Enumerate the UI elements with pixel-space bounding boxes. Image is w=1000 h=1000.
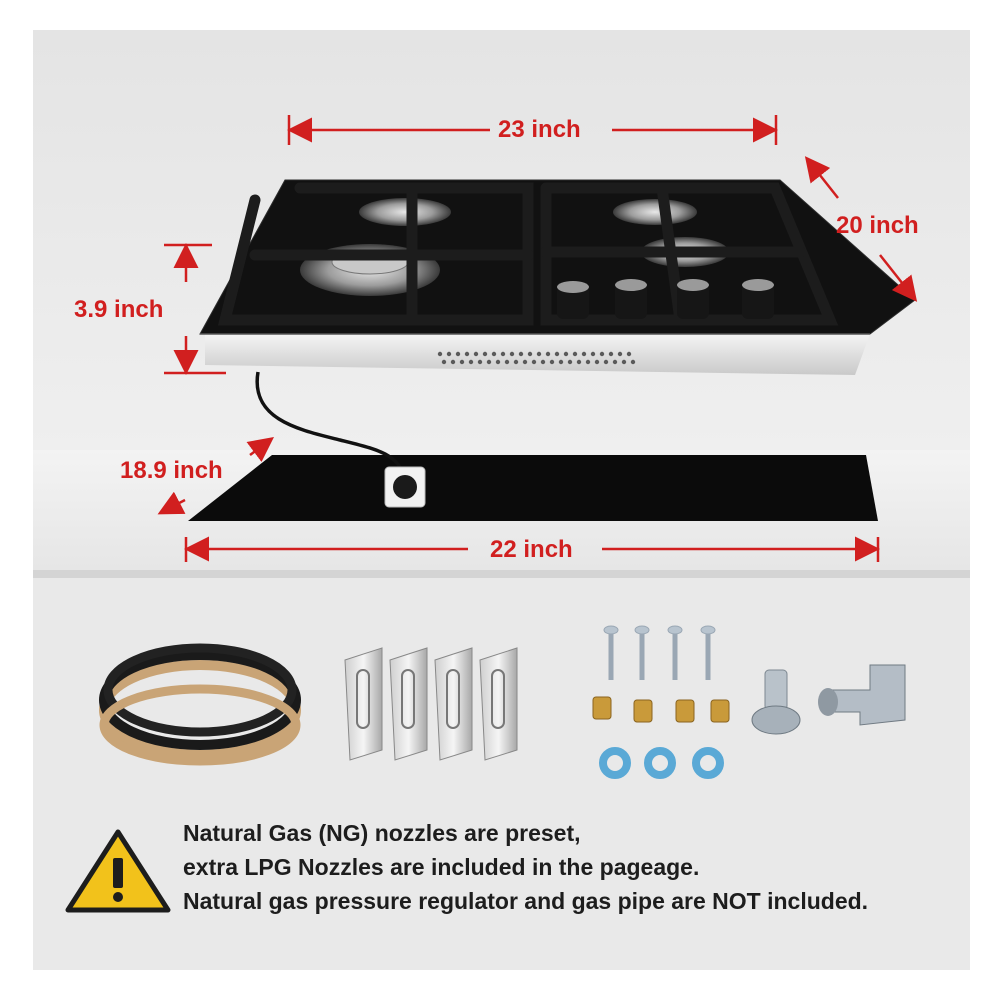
countertop-edge <box>33 570 970 578</box>
burner-rear-right <box>613 199 697 225</box>
sealing-washers <box>599 747 724 779</box>
notice-line-2: extra LPG Nozzles are included in the pa… <box>183 854 700 880</box>
mounting-screws <box>603 625 716 680</box>
power-plug-icon <box>384 466 426 508</box>
height-label: 3.9 inch <box>74 296 164 323</box>
width-top-label: 23 inch <box>498 116 581 143</box>
cooktop-body <box>205 334 870 375</box>
mounting-clips <box>344 647 518 761</box>
depth-top-label: 20 inch <box>836 212 919 239</box>
cast-iron-grates <box>217 182 839 326</box>
cutout-depth-label: 18.9 inch <box>120 457 223 484</box>
dimension-height-arrow <box>164 243 226 375</box>
burner-rear-left <box>359 198 451 226</box>
accessories-panel <box>33 578 970 970</box>
notice-line-3: Natural gas pressure regulator and gas p… <box>183 888 869 914</box>
lpg-nozzles <box>592 696 730 723</box>
elbow-fitting <box>818 664 906 726</box>
warning-icon <box>65 829 171 913</box>
control-knobs <box>557 279 774 319</box>
cutout-template <box>188 455 878 521</box>
dimension-cutout-depth-arrow <box>157 437 274 515</box>
sealing-foam-strip <box>99 643 301 766</box>
cutout-width-label: 22 inch <box>490 536 573 563</box>
package-notice: Natural Gas (NG) nozzles are preset, ext… <box>183 816 868 918</box>
power-cable <box>255 371 407 489</box>
dimension-cutout-width-arrow <box>184 536 880 562</box>
dimension-width-top-arrow <box>287 115 778 145</box>
dimension-depth-top-arrow <box>804 156 918 302</box>
gas-connector <box>751 669 801 735</box>
notice-line-1: Natural Gas (NG) nozzles are preset, <box>183 820 581 846</box>
